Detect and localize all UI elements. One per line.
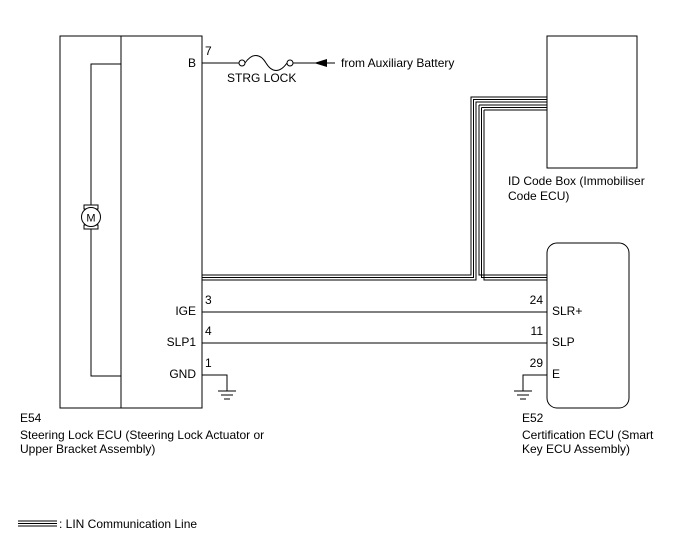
arrow-icon <box>314 59 327 67</box>
power-wire <box>202 55 335 71</box>
id-code-box-name-line1: ID Code Box (Immobiliser <box>508 174 645 188</box>
id-code-box <box>546 35 638 169</box>
pin-name-slp: SLP <box>552 335 575 349</box>
motor-wire-top <box>90 63 121 205</box>
motor-wire-bottom <box>90 229 121 377</box>
certification-ecu-box <box>546 242 630 409</box>
pin-number-11: 11 <box>531 324 544 338</box>
pin-number-7: 7 <box>205 44 212 58</box>
fuse-terminal-left <box>238 59 246 67</box>
certification-ecu: SLR+ SLP E 24 11 29 <box>530 242 630 409</box>
certification-ecu-name-line2: Key ECU Assembly) <box>522 442 630 456</box>
pin-name-slr-plus: SLR+ <box>552 304 582 318</box>
pin-name-gnd: GND <box>169 367 196 381</box>
id-code-box-name-line2: Code ECU) <box>508 189 569 203</box>
fuse-terminal-right <box>286 59 294 67</box>
motor-symbol: M <box>86 213 95 225</box>
certification-ecu-name-line1: Certification ECU (Smart <box>522 428 654 442</box>
pin-name-e: E <box>552 367 560 381</box>
fuse-icon <box>244 55 288 71</box>
pin-number-29: 29 <box>530 356 544 370</box>
lin-legend-icon <box>18 520 57 527</box>
pin-name-b: B <box>188 56 196 70</box>
fuse-label: STRG LOCK <box>227 71 296 85</box>
steering-lock-ecu-name-line2: Upper Bracket Assembly) <box>20 442 155 456</box>
steering-lock-ecu-outer-box <box>59 35 203 409</box>
steering-lock-ecu: M B IGE SLP1 GND 7 3 4 1 <box>59 35 212 409</box>
pin-number-3: 3 <box>205 293 212 307</box>
pin-name-ige: IGE <box>175 304 196 318</box>
lin-legend-label: : LIN Communication Line <box>59 517 197 531</box>
steering-lock-ecu-name-line1: Steering Lock ECU (Steering Lock Actuato… <box>20 428 264 442</box>
pin-number-24: 24 <box>530 293 544 307</box>
pin-number-4: 4 <box>205 324 212 338</box>
motor-icon: M <box>81 204 101 230</box>
certification-ecu-code: E52 <box>522 411 544 425</box>
steering-lock-ecu-code: E54 <box>20 411 42 425</box>
lin-communication-line <box>202 96 547 281</box>
pin-name-slp1: SLP1 <box>167 335 197 349</box>
ground-icon <box>514 374 547 400</box>
pin-number-1: 1 <box>205 356 212 370</box>
power-source-label: from Auxiliary Battery <box>341 56 454 70</box>
ground-icon <box>202 374 236 400</box>
